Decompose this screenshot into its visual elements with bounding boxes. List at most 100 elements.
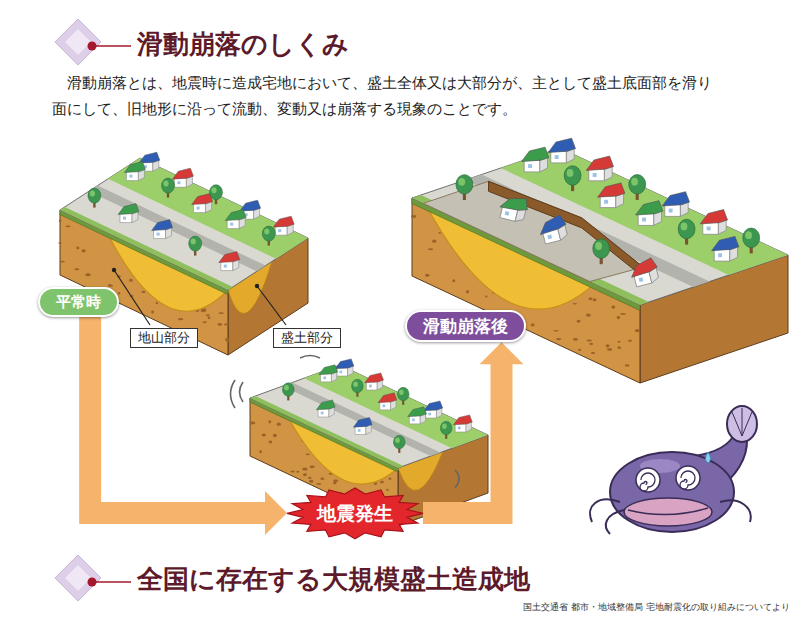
stage-label: 滑動崩落後 xyxy=(405,310,526,342)
dizzy-swirl xyxy=(680,471,695,489)
tree xyxy=(88,188,101,208)
catfish-eye xyxy=(636,468,660,492)
road xyxy=(282,383,440,457)
node-text: 滑動崩落後 xyxy=(423,316,508,336)
heading-icon xyxy=(55,19,131,65)
ground-surface xyxy=(60,158,308,290)
scarp xyxy=(489,181,644,277)
pebble xyxy=(439,232,441,234)
pebble xyxy=(76,247,79,250)
part-label: 地山部分 xyxy=(130,328,198,348)
slope-grass xyxy=(60,207,233,290)
pebble xyxy=(142,291,146,293)
house xyxy=(628,257,660,288)
fin-ray xyxy=(742,408,743,436)
pebble xyxy=(425,274,429,277)
pebble xyxy=(224,324,229,326)
node-text: 地震発生 xyxy=(317,502,393,525)
pebble xyxy=(259,450,262,453)
shake-line xyxy=(455,470,459,488)
pebble xyxy=(628,340,632,342)
shake-line xyxy=(240,382,244,402)
whisker xyxy=(720,500,751,522)
tree xyxy=(262,226,275,246)
heading-rule xyxy=(94,45,131,47)
ground-surface xyxy=(250,365,488,468)
tree xyxy=(282,383,294,401)
tree xyxy=(743,228,760,253)
section-heading: 滑動崩落のしくみ xyxy=(137,29,349,60)
ground-surface xyxy=(412,148,788,305)
pebble xyxy=(617,316,620,319)
house xyxy=(497,193,529,224)
house xyxy=(598,183,625,208)
catfish-mascot xyxy=(590,406,757,534)
part-label: 盛土部分 xyxy=(273,328,341,348)
tree xyxy=(397,387,409,405)
catfish-head xyxy=(610,452,734,532)
shake-line xyxy=(300,356,320,359)
catfish-fin xyxy=(727,406,757,442)
pebble xyxy=(269,441,273,444)
tree xyxy=(593,239,610,264)
tree xyxy=(352,379,364,397)
pebble xyxy=(268,420,271,423)
pebble xyxy=(625,364,630,366)
event-burst: 地震発生 xyxy=(287,488,423,539)
house xyxy=(172,168,193,187)
pebble xyxy=(218,323,223,326)
tree xyxy=(162,178,175,198)
tree xyxy=(456,175,473,200)
shake-line xyxy=(231,380,236,408)
pebble xyxy=(66,225,71,227)
pebble xyxy=(178,318,183,320)
house xyxy=(537,214,569,245)
leader-dot xyxy=(112,268,116,272)
pebble xyxy=(618,347,621,349)
house xyxy=(522,147,549,172)
section-heading: 全国に存在する大規模盛土造成地 xyxy=(137,564,530,595)
pebble xyxy=(586,314,591,317)
pebble xyxy=(553,330,558,332)
tree xyxy=(629,175,646,200)
pebble xyxy=(485,295,488,297)
pebble xyxy=(225,338,229,340)
slope-grass xyxy=(250,396,403,468)
terrain-collapsed xyxy=(411,138,788,383)
pebble xyxy=(58,242,61,244)
body-text: 滑動崩落とは、地震時に造成宅地において、盛土全体又は大部分が、主として盛土底面部… xyxy=(52,70,717,122)
fin-ray xyxy=(732,412,742,436)
pebble xyxy=(118,292,120,295)
house xyxy=(586,156,613,181)
pebble xyxy=(589,297,593,300)
pebble xyxy=(262,433,266,436)
house xyxy=(365,373,384,390)
node-text: 地山部分 xyxy=(138,330,190,346)
arrow-head xyxy=(265,491,287,535)
pebble xyxy=(607,348,612,350)
pebble xyxy=(577,320,581,323)
pebble xyxy=(85,273,90,276)
heading-dot xyxy=(88,578,97,587)
leader-lines xyxy=(112,268,286,325)
pebble xyxy=(589,343,593,345)
pebble xyxy=(310,465,315,468)
diamond xyxy=(55,555,101,601)
pebble xyxy=(206,314,210,316)
pebble xyxy=(606,344,610,347)
pebble xyxy=(290,471,294,473)
tree xyxy=(393,435,405,453)
flow-arrow xyxy=(90,317,287,535)
tree xyxy=(440,421,452,439)
flow-arrow xyxy=(423,342,524,513)
pebble xyxy=(151,310,154,314)
pebble xyxy=(586,339,591,341)
pebble xyxy=(556,338,561,340)
pebble xyxy=(578,349,581,351)
tree xyxy=(189,236,202,256)
house xyxy=(152,220,173,239)
whisker xyxy=(590,499,620,522)
pebble xyxy=(380,481,384,483)
pebble xyxy=(466,290,469,293)
